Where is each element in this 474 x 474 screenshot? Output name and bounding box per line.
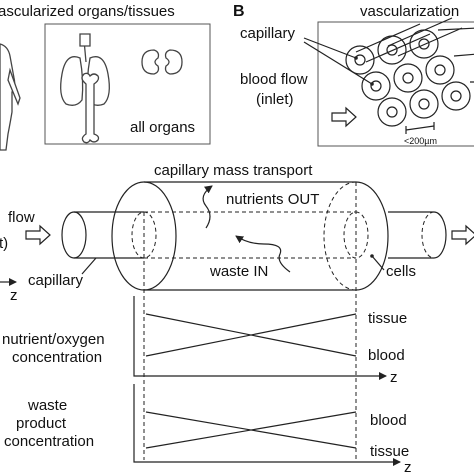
all-organs-caption: all organs [130, 119, 195, 136]
waste-z-label: z [404, 459, 412, 474]
bone-icon [81, 72, 100, 144]
nutrients-out-label: nutrients OUT [226, 191, 319, 208]
flow-label-suffix: t) [0, 235, 8, 252]
scale-label: <200µm [404, 136, 437, 146]
panel-a: ascularized organs/tissues all organs [0, 3, 211, 151]
capillary-pointer-1 [303, 37, 357, 59]
capillary-pointer-2 [303, 41, 373, 85]
panel-c-title: capillary mass transport [154, 162, 313, 179]
waste-graph-axes [133, 384, 401, 466]
cells-label: cells [386, 263, 416, 280]
nutrient-graph-axes [133, 296, 387, 380]
nutrient-blood-line [145, 313, 357, 357]
nutrient-graph: nutrient/oxygen concentration tissue blo… [2, 296, 407, 386]
panel-b: B vascularization [233, 3, 474, 147]
cells-pointer-dot [370, 254, 374, 258]
waste-top-label: blood [370, 412, 407, 429]
pointer-dot-2 [370, 82, 374, 86]
waste-ylabel-1: waste [27, 397, 67, 414]
nutrients-out-arrow [202, 185, 213, 229]
panel-a-title: ascularized organs/tissues [0, 3, 175, 20]
scale-bar [405, 122, 435, 134]
kidneys-icon [141, 49, 183, 75]
nutrient-ylabel-1: nutrient/oxygen [2, 331, 105, 348]
panel-b-title: vascularization [360, 3, 459, 20]
flow-label: flow [8, 209, 35, 226]
capillary-label-c: capillary [28, 272, 84, 289]
panel-b-letter: B [233, 3, 245, 20]
blood-flow-label-b: blood flow [240, 71, 308, 88]
flow-in-arrow-icon [25, 224, 51, 246]
panel-c: capillary mass transport nutrients [0, 162, 474, 460]
human-body-icon [0, 43, 21, 151]
waste-bottom-label: tissue [370, 443, 409, 460]
nutrient-bottom-label: blood [368, 347, 405, 364]
nutrient-z-label: z [390, 369, 398, 386]
waste-graph: waste product concentration blood tissue… [4, 384, 412, 474]
lungs-icon [60, 33, 110, 106]
z-axis-label-left: z [10, 287, 18, 304]
nutrient-top-label: tissue [368, 310, 407, 327]
capillary-label-b: capillary [240, 25, 296, 42]
tissue-cylinder [111, 181, 389, 291]
pointer-dot-1 [354, 56, 358, 60]
inlet-arrow-icon [331, 106, 357, 128]
flow-out-arrow-icon [451, 224, 474, 246]
waste-ylabel-3: concentration [4, 433, 94, 450]
inlet-label-b: (inlet) [256, 91, 294, 108]
waste-tissue-line [145, 411, 357, 449]
cells-pointer [371, 255, 385, 271]
waste-in-arrow [235, 235, 291, 273]
waste-ylabel-2: product [16, 415, 67, 432]
waste-in-label: waste IN [209, 263, 268, 280]
capillary-tube [61, 211, 447, 259]
capillary-bundle [345, 17, 474, 127]
nutrient-ylabel-2: concentration [12, 349, 102, 366]
capillary-pointer-c [81, 257, 97, 275]
